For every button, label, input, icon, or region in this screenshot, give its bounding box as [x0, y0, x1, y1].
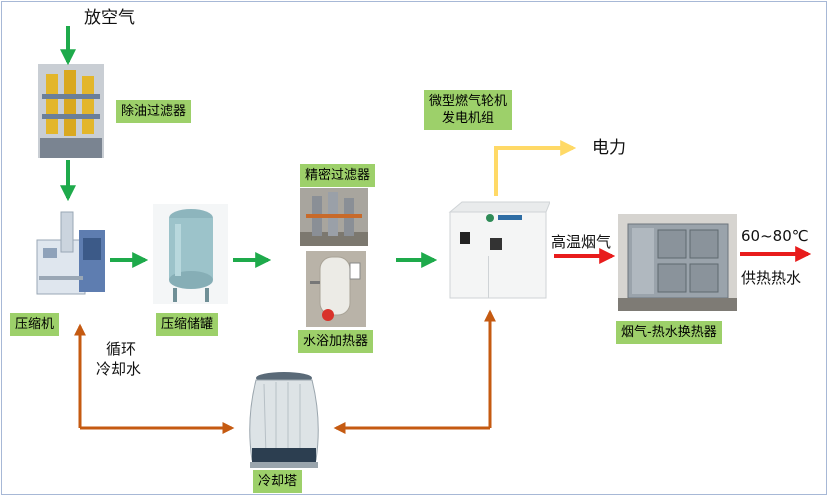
cooling-water-line1: 循环 [106, 340, 137, 358]
oil-filter-label: 除油过滤器 [116, 100, 192, 123]
precision-filter-label: 精密过滤器 [300, 164, 376, 187]
heat-exchanger-photo [618, 214, 737, 311]
cooling-water-line2: 冷却水 [96, 360, 142, 378]
gas-turbine-label-line1: 微型燃气轮机 [429, 94, 508, 109]
hot-flue-gas-text: 高温烟气 [551, 233, 612, 251]
heat-exchanger-label: 烟气-热水换热器 [616, 321, 722, 344]
temperature-range-text: 60~80℃ [741, 227, 809, 245]
water-bath-heater-photo [306, 251, 366, 327]
gas-turbine-photo [442, 198, 550, 302]
compressor-label: 压缩机 [10, 313, 60, 336]
heat-supply-water-text: 供热热水 [741, 269, 802, 287]
cooling-tower-photo [240, 370, 328, 470]
water-bath-heater-label: 水浴加热器 [298, 330, 374, 353]
compressed-tank-photo [153, 204, 228, 304]
oil-filter-photo [38, 64, 104, 158]
compressor-photo [35, 206, 107, 296]
cooling-tower-label: 冷却塔 [253, 470, 303, 493]
compressed-tank-label: 压缩储罐 [156, 313, 219, 336]
gas-turbine-label: 微型燃气轮机 发电机组 [424, 90, 513, 130]
gas-turbine-label-line2: 发电机组 [442, 111, 495, 126]
precision-filter-photo [300, 188, 368, 246]
electric-power-text: 电力 [592, 138, 626, 158]
arrow-power-out [494, 140, 577, 196]
vent-air-text: 放空气 [84, 8, 135, 28]
